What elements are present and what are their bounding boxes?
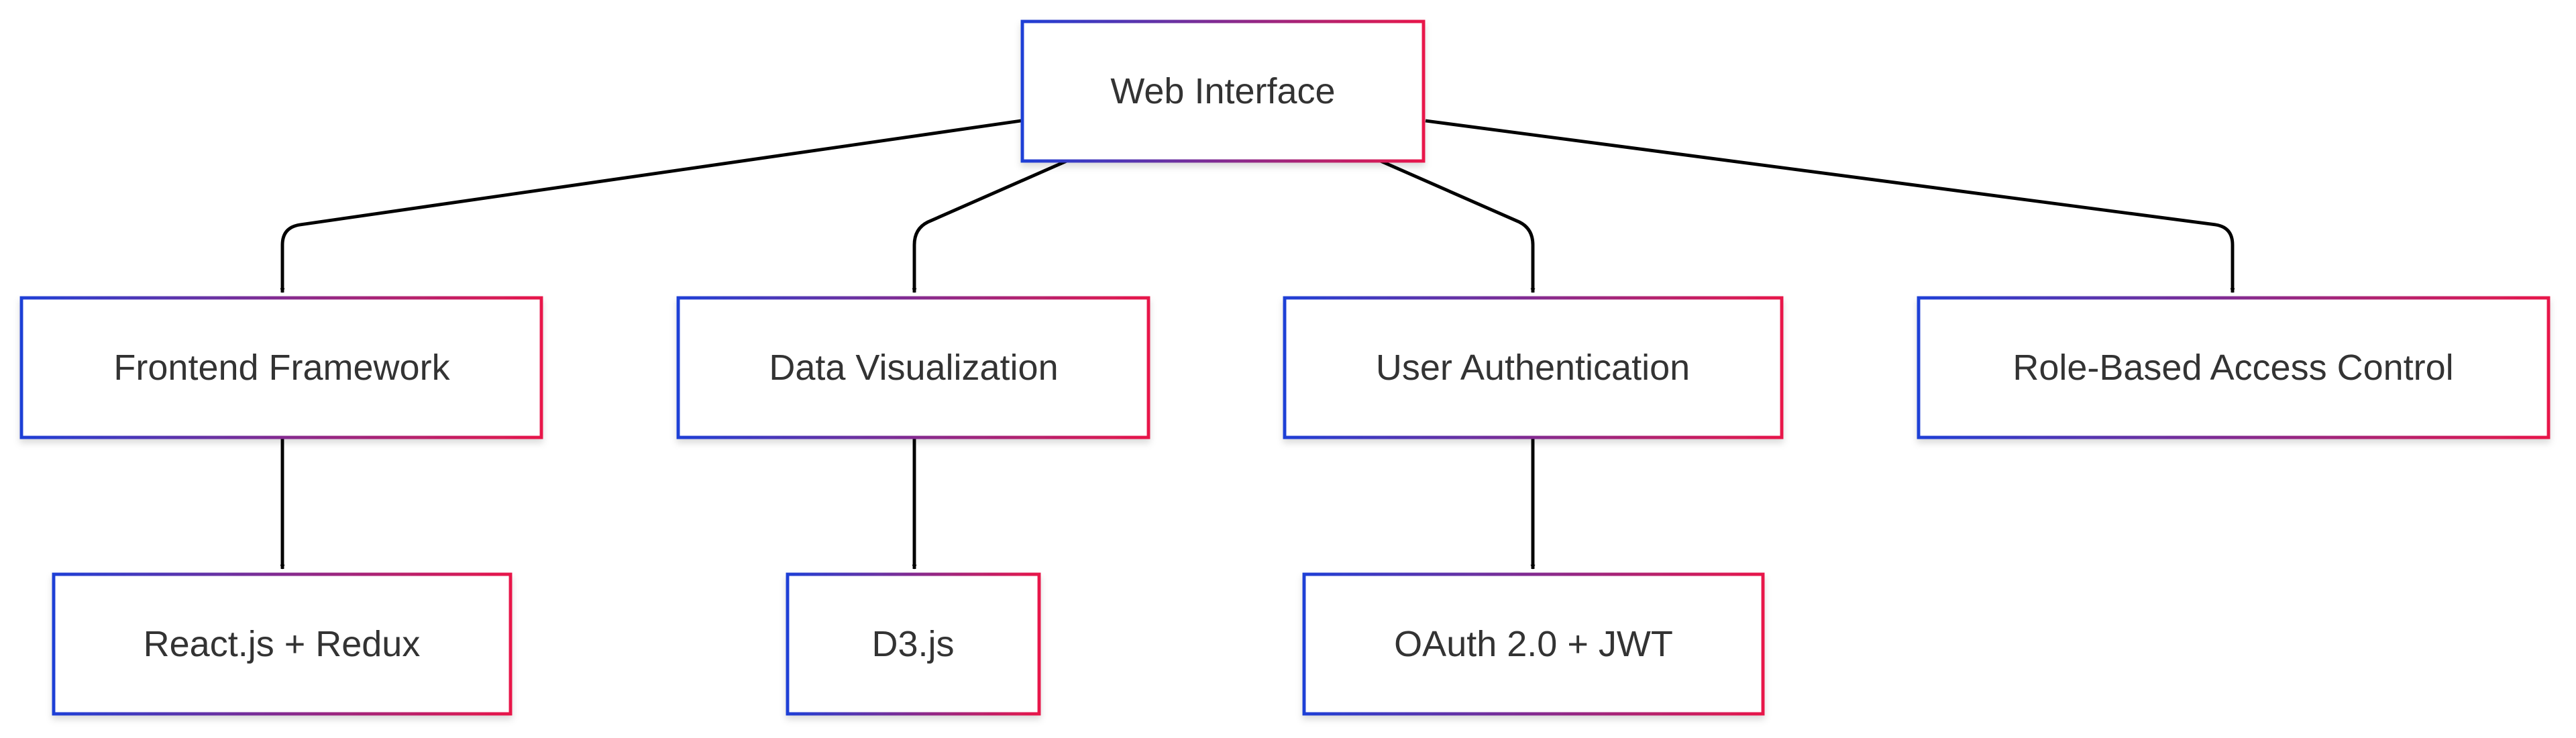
node-role-based-access-control[interactable]: Role-Based Access Control xyxy=(1917,296,2551,439)
edges xyxy=(280,119,2235,570)
node-box xyxy=(19,296,543,439)
node-box xyxy=(1917,296,2551,439)
node-label: User Authentication xyxy=(1376,348,1690,388)
node-label: OAuth 2.0 + JWT xyxy=(1394,624,1673,664)
node-oauth-jwt[interactable]: OAuth 2.0 + JWT xyxy=(1302,572,1765,716)
node-react-redux[interactable]: React.js + Redux xyxy=(52,572,513,716)
node-box xyxy=(1020,19,1426,163)
node-data-visualization[interactable]: Data Visualization xyxy=(676,296,1150,439)
node-label: Web Interface xyxy=(1110,71,1335,111)
node-box xyxy=(1302,572,1765,716)
node-label: Data Visualization xyxy=(769,348,1058,388)
node-label: React.js + Redux xyxy=(144,624,421,664)
node-box xyxy=(1283,296,1784,439)
node-box xyxy=(52,572,513,716)
edge-web-interface-to-frontend-framework xyxy=(280,119,1022,293)
node-frontend-framework[interactable]: Frontend Framework xyxy=(19,296,543,439)
node-box xyxy=(786,572,1041,716)
node-web-interface[interactable]: Web Interface xyxy=(1020,19,1426,163)
node-label: Role-Based Access Control xyxy=(2012,348,2453,388)
edge-web-interface-to-role-based-access-control xyxy=(1425,119,2235,293)
node-box xyxy=(676,296,1150,439)
node-d3[interactable]: D3.js xyxy=(786,572,1041,716)
node-label: D3.js xyxy=(871,624,954,664)
node-label: Frontend Framework xyxy=(113,348,450,388)
node-user-authentication[interactable]: User Authentication xyxy=(1283,296,1784,439)
edge-web-interface-to-user-authentication xyxy=(1380,159,1536,293)
edge-web-interface-to-data-visualization xyxy=(912,159,1067,293)
